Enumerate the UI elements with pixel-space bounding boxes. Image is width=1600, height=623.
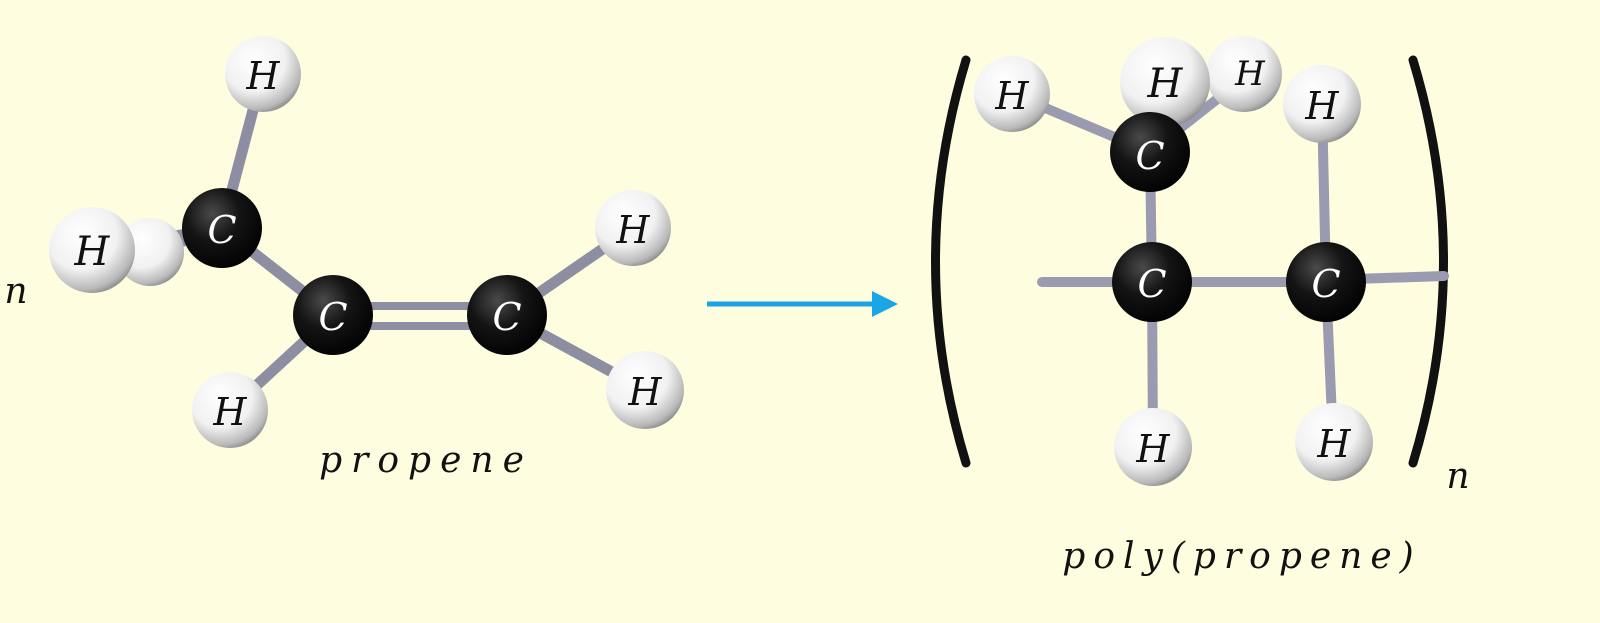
atom-label: H — [1316, 422, 1351, 466]
propene-c-methyl: C — [182, 188, 262, 268]
arrow-head — [872, 291, 898, 317]
propene-molecule: H H C C C H H H — [49, 36, 684, 448]
product-name: poly(propene) — [1062, 536, 1421, 577]
atom-label: H — [1135, 427, 1170, 471]
repeat-unit-subscript: n — [1446, 456, 1469, 497]
propene-h-lower-right: H — [606, 351, 684, 429]
atom-label: C — [1311, 262, 1340, 306]
atom-label: H — [627, 370, 662, 414]
propene-h-back — [116, 218, 184, 286]
hydrogen-atom — [595, 190, 671, 266]
reaction-arrow — [707, 291, 898, 317]
propene-h-upper-right: H — [595, 190, 671, 266]
atom-label: H — [74, 229, 111, 275]
carbon-atom — [182, 188, 262, 268]
carbon-atom — [293, 275, 373, 355]
carbon-atom — [1110, 112, 1190, 192]
hydrogen-atom — [225, 36, 301, 112]
polypropene-repeat-unit: H H H C H C C H — [931, 36, 1449, 486]
atom-label: C — [492, 295, 521, 339]
atom-label: H — [245, 54, 280, 98]
carbon-atom — [467, 275, 547, 355]
reactant-name: propene — [319, 440, 533, 481]
carbon-atom — [1112, 242, 1192, 322]
hydrogen-atom — [1295, 403, 1373, 481]
poly-c-methyl: C — [1110, 112, 1190, 192]
atom-label: C — [1135, 134, 1164, 178]
propene-h-front: H — [49, 207, 135, 293]
poly-h-down-right: H — [1295, 403, 1373, 481]
poly-h-up-right: H — [1283, 65, 1361, 143]
atom-label: C — [207, 208, 236, 252]
hydrogen-atom — [974, 56, 1050, 132]
hydrogen-atom — [1283, 65, 1361, 143]
reactant-coefficient: n — [4, 271, 27, 312]
atom-label: H — [1304, 84, 1339, 128]
poly-h-methyl-left: H — [974, 56, 1050, 132]
hydrogen-atom — [1206, 36, 1282, 112]
right-bracket — [1408, 55, 1448, 468]
poly-h-down-left: H — [1114, 408, 1192, 486]
hydrogen-atom — [1120, 37, 1210, 127]
hydrogen-atom — [49, 207, 135, 293]
atom-label: H — [615, 208, 650, 252]
atom-label: C — [1137, 262, 1166, 306]
atom-label: H — [212, 390, 247, 434]
propene-c-middle: C — [293, 275, 373, 355]
propene-c-terminal: C — [467, 275, 547, 355]
propene-h-top: H — [225, 36, 301, 112]
hydrogen-atom — [1114, 408, 1192, 486]
atom-label: H — [1147, 61, 1184, 107]
poly-c-backbone-right: C — [1286, 242, 1366, 322]
left-bracket — [931, 55, 971, 468]
atom-label: H — [1234, 54, 1266, 94]
polymer-bonds — [1007, 73, 1449, 450]
poly-h-methyl-right: H — [1206, 36, 1282, 112]
hydrogen-atom — [116, 218, 184, 286]
carbon-atom — [1286, 242, 1366, 322]
hydrogen-atom — [606, 351, 684, 429]
hydrogen-atom — [192, 372, 268, 448]
propene-h-lower: H — [192, 372, 268, 448]
atom-label: H — [994, 74, 1029, 118]
poly-h-methyl-top: H — [1120, 37, 1210, 127]
atom-label: C — [318, 295, 347, 339]
poly-c-backbone-left: C — [1112, 242, 1192, 322]
